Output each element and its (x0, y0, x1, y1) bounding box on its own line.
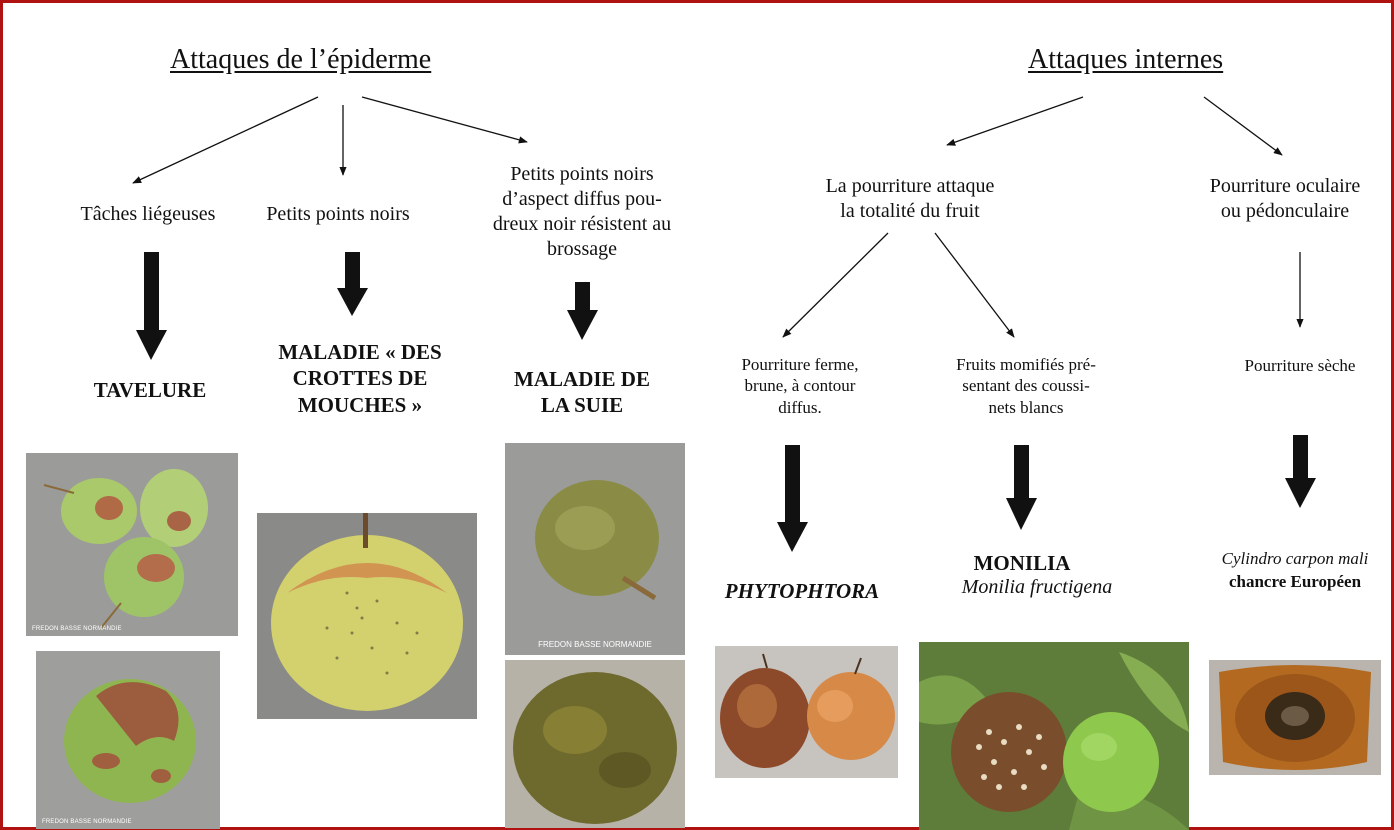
disease-crottes-l3: MOUCHES » (297, 392, 423, 417)
photo-suie-2 (505, 660, 685, 828)
disease-monilia: MONILIA (973, 551, 1071, 575)
node-oculaire-l2: ou pédonculaire (1220, 200, 1350, 222)
symptom-points-diffus-l3: dreux noir résistent au (492, 213, 672, 235)
symptom-points-diffus-l4: brossage (547, 238, 617, 260)
photo-crottes-de-mouches (257, 513, 477, 719)
symptom-pourriture-ferme: Pourriture ferme, brune, à contour diffu… (720, 354, 880, 418)
latin-monilia-fructigena: Monilia fructigena (961, 576, 1113, 598)
symptom-pourriture-seche: Pourriture sèche (1244, 356, 1356, 375)
disease-crottes-de-mouches: MALADIE « DES CROTTES DE MOUCHES » (250, 339, 470, 418)
heading-epiderme: Attaques de l’épiderme (170, 44, 432, 75)
symptom-taches-liegeuses: Tâches liégeuses (80, 203, 216, 225)
disease-suie-l1: MALADIE DE (514, 367, 650, 391)
symptom-petits-points-noirs: Petits points noirs (266, 203, 410, 225)
disease-crottes-l2: CROTTES DE (292, 366, 428, 391)
node-totalite-l1: La pourriture attaque (825, 175, 995, 197)
disease-crottes-l1: MALADIE « DES (278, 340, 442, 364)
disease-suie: MALADIE DE LA SUIE (482, 366, 682, 419)
photo-phytophtora (715, 646, 898, 778)
photo-chancre-europeen (1209, 660, 1381, 775)
symptom-points-diffus-l1: Petits points noirs (510, 163, 654, 185)
symptom-ferme-l2: brune, à contour (744, 376, 856, 396)
symptom-momifies-l3: nets blancs (988, 397, 1064, 417)
node-pourriture-oculaire: Pourriture oculaire ou pédonculaire (1180, 174, 1390, 224)
symptom-fruits-momifies: Fruits momifiés pré- sentant des coussi-… (936, 354, 1116, 418)
disease-phytophtora: PHYTOPHTORA (724, 579, 880, 603)
photo-credit-tavelure-1: FREDON BASSE NORMANDIE (32, 626, 122, 632)
node-pourriture-totalite: La pourriture attaque la totalité du fru… (790, 174, 1030, 224)
disease-suie-l2: LA SUIE (540, 393, 624, 418)
photo-suie-1: FREDON BASSE NORMANDIE (505, 443, 685, 655)
photo-tavelure-1: FREDON BASSE NORMANDIE (26, 453, 238, 636)
photo-credit-tavelure-2: FREDON BASSE NORMANDIE (42, 819, 132, 825)
symptom-momifies-l1: Fruits momifiés pré- (956, 355, 1096, 374)
disease-tavelure: TAVELURE (93, 378, 207, 402)
symptom-points-diffus-l2: d’aspect diffus pou- (502, 188, 662, 210)
disease-chancre-europeen: chancre Européen (1228, 572, 1362, 591)
symptom-ferme-l1: Pourriture ferme, (741, 355, 859, 374)
node-totalite-l2: la totalité du fruit (840, 200, 980, 222)
photo-tavelure-2: FREDON BASSE NORMANDIE (36, 651, 220, 829)
photo-credit-suie-1: FREDON BASSE NORMANDIE (538, 640, 652, 649)
symptom-ferme-l3: diffus. (778, 397, 822, 417)
node-oculaire-l1: Pourriture oculaire (1209, 175, 1361, 197)
symptom-momifies-l2: sentant des coussi- (962, 376, 1090, 396)
photo-monilia (919, 642, 1189, 830)
latin-cylindro-carpon: Cylindro carpon mali (1221, 549, 1369, 568)
symptom-points-diffus: Petits points noirs d’aspect diffus pou-… (462, 162, 702, 262)
heading-internes: Attaques internes (1028, 44, 1224, 75)
